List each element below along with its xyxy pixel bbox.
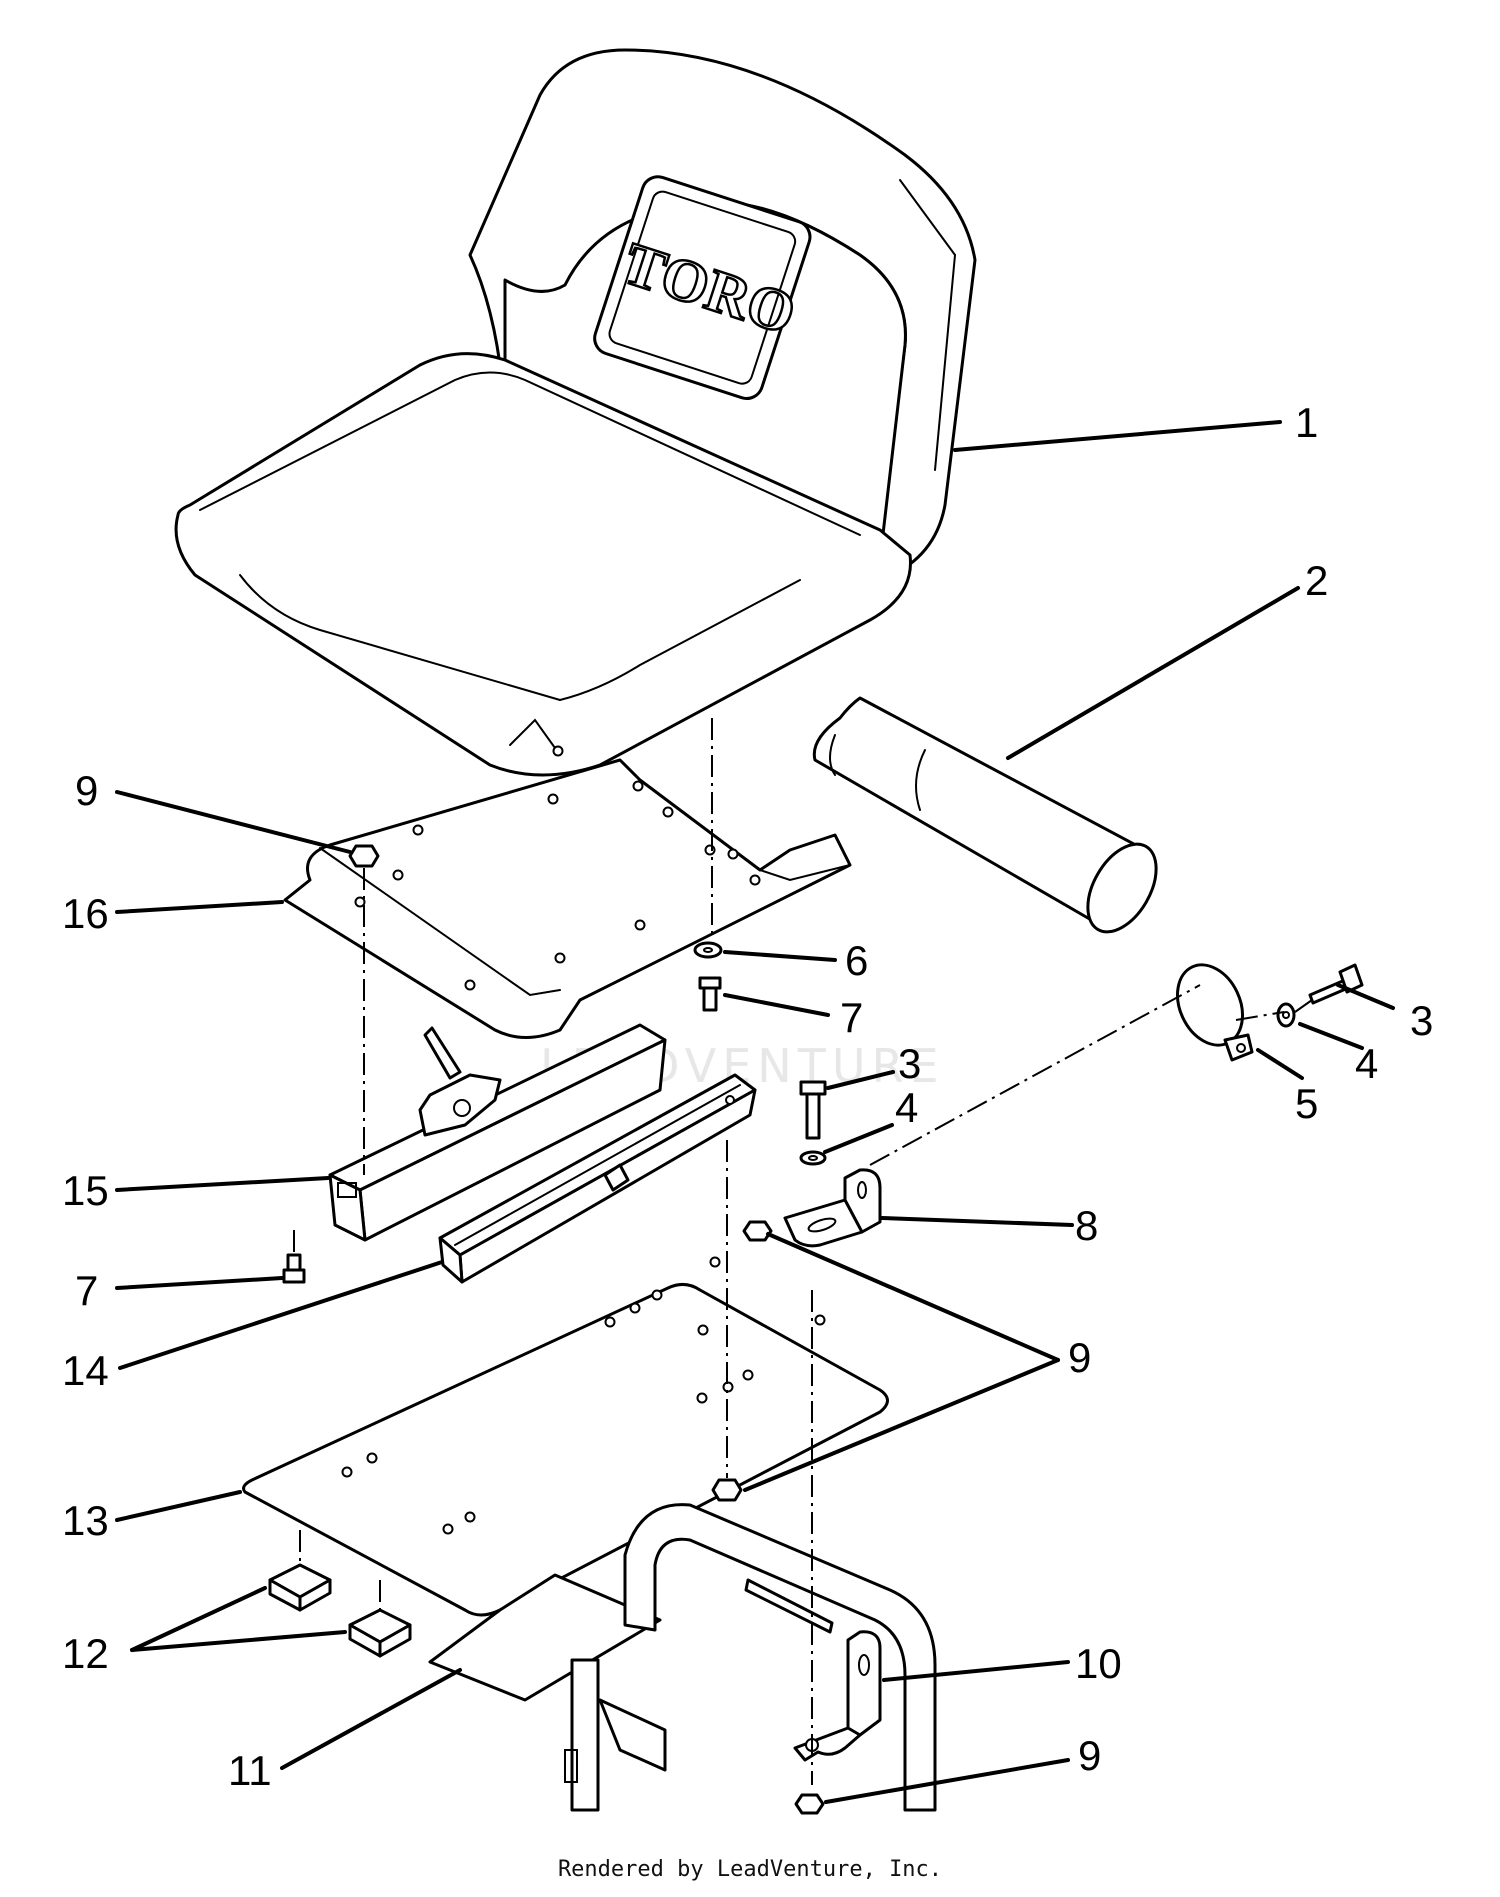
nut-part-9-bottom[interactable] xyxy=(794,1793,825,1815)
nut-part-9-under-plate[interactable] xyxy=(711,1478,743,1502)
bumpers-part-12[interactable] xyxy=(268,1563,412,1658)
leader-lines xyxy=(115,420,1395,1804)
alignment-lines xyxy=(293,718,1313,1785)
callout-6: 6 xyxy=(845,937,868,984)
callout-14: 14 xyxy=(62,1347,109,1394)
callout-16: 16 xyxy=(62,890,109,937)
bracket-part-8[interactable] xyxy=(783,1168,882,1248)
callout-10: 10 xyxy=(1075,1640,1122,1687)
callout-5: 5 xyxy=(1295,1080,1318,1127)
seat-part-1[interactable]: TORO xyxy=(174,48,977,777)
seat-plate-part-16[interactable] xyxy=(283,745,852,1039)
callout-2: 2 xyxy=(1305,557,1328,604)
nut-part-9-top[interactable] xyxy=(348,844,380,868)
slide-rail-part-14[interactable] xyxy=(438,1073,757,1284)
callout-13: 13 xyxy=(62,1497,109,1544)
nut-part-9-bracket[interactable] xyxy=(742,1220,773,1242)
bolt-part-3-lower[interactable] xyxy=(799,1080,827,1140)
rendered-by-footer: Rendered by LeadVenture, Inc. xyxy=(557,1857,943,1882)
callout-12: 12 xyxy=(62,1630,109,1677)
callout-4-upper: 4 xyxy=(1355,1040,1378,1087)
callout-3-upper: 3 xyxy=(1410,997,1433,1044)
callout-3-lower: 3 xyxy=(898,1040,921,1087)
callout-9-bottom: 9 xyxy=(1078,1732,1101,1779)
callout-7-upper: 7 xyxy=(840,994,863,1041)
callout-numbers: 1 2 3 4 5 6 7 3 4 8 9 16 15 7 14 9 13 12… xyxy=(62,399,1433,1794)
bolt-part-7-upper[interactable] xyxy=(698,976,722,1012)
bracket-part-10[interactable] xyxy=(793,1630,882,1762)
callout-1: 1 xyxy=(1295,399,1318,446)
bolt-part-3-upper[interactable] xyxy=(1308,963,1364,1005)
callout-7-lower: 7 xyxy=(75,1267,98,1314)
callout-11: 11 xyxy=(228,1747,272,1794)
clamp-ring-part-5[interactable] xyxy=(1165,954,1255,1062)
callout-9-top: 9 xyxy=(75,767,98,814)
washer-part-4-upper[interactable] xyxy=(1276,1002,1296,1028)
callout-15: 15 xyxy=(62,1167,109,1214)
callout-9-middle: 9 xyxy=(1068,1334,1091,1381)
washer-part-4-lower[interactable] xyxy=(799,1150,827,1166)
bolt-part-7-lower[interactable] xyxy=(282,1253,306,1284)
tube-part-2[interactable] xyxy=(812,696,1170,944)
callout-4-lower: 4 xyxy=(895,1084,918,1131)
washer-part-6[interactable] xyxy=(693,941,723,959)
seat-frame xyxy=(564,1503,937,1812)
callout-8: 8 xyxy=(1075,1202,1098,1249)
pad-sheet-part-11[interactable] xyxy=(428,1573,662,1702)
slide-rail-part-15[interactable] xyxy=(328,1023,667,1242)
